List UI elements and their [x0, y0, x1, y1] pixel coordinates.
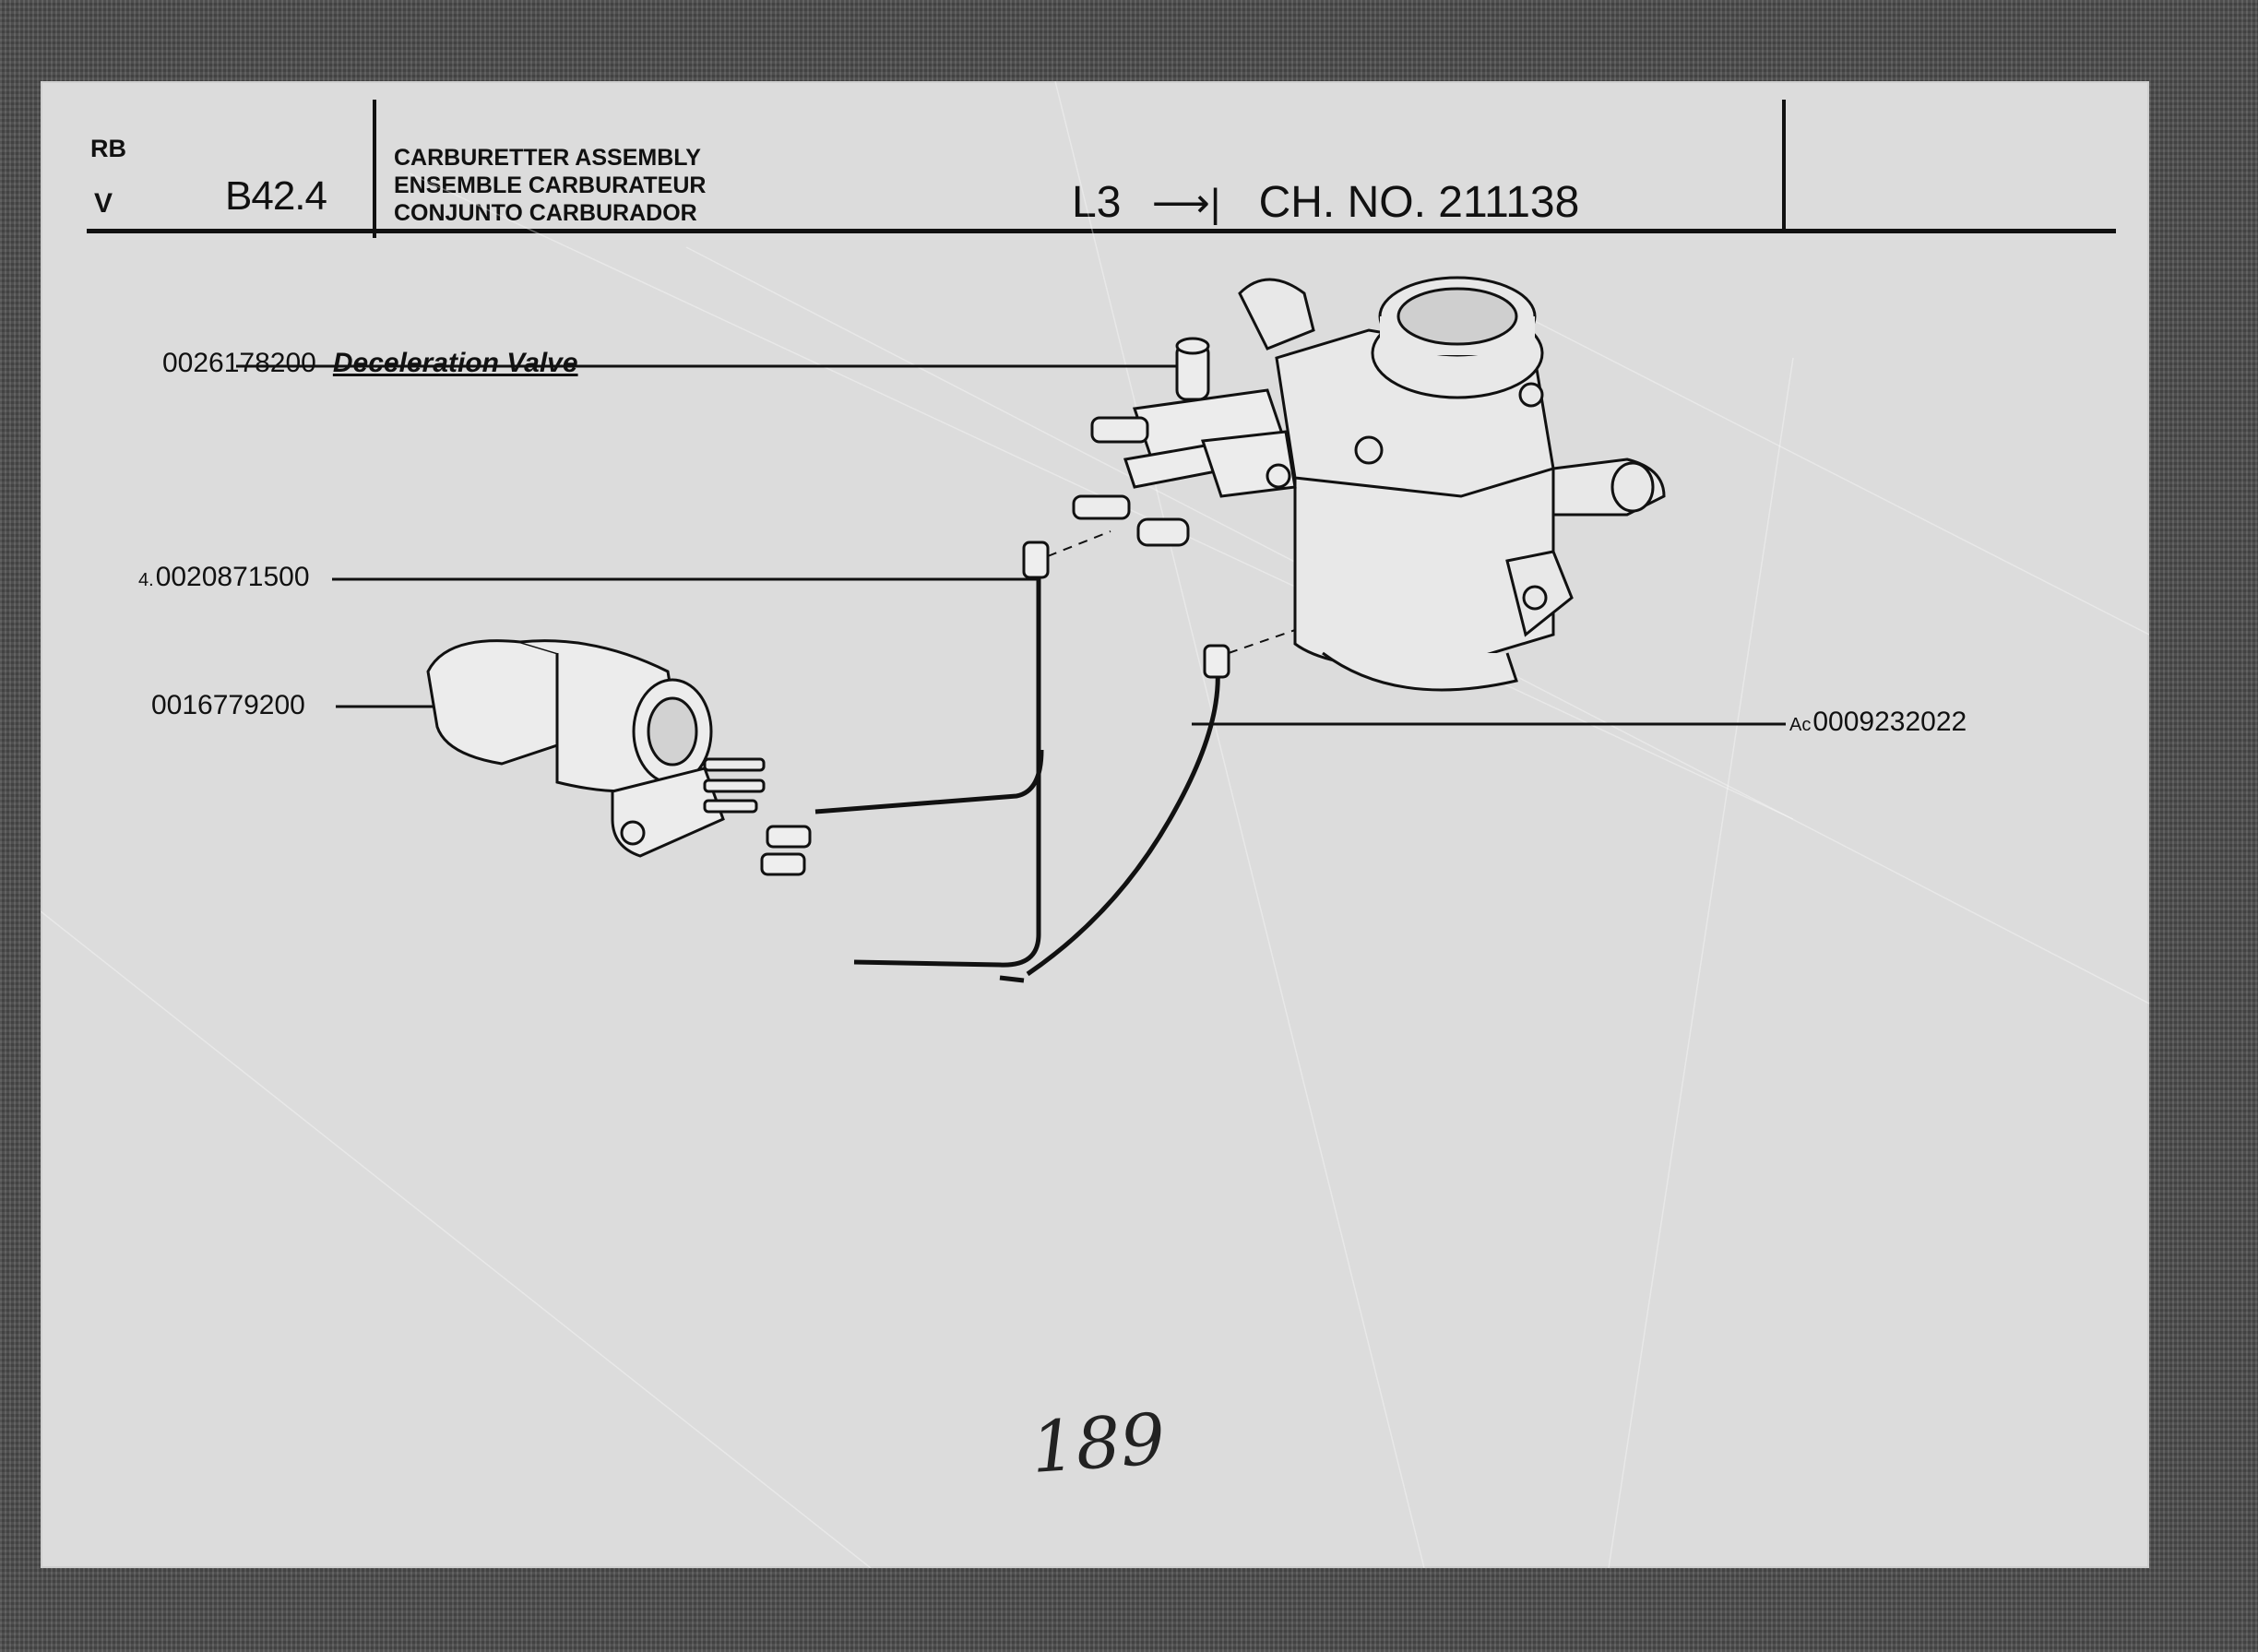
assembly-guides: [1047, 530, 1296, 654]
part-label-deceleration-valve: 0026178200 Deceleration Valve: [162, 348, 578, 379]
part-number: 0009232022: [1812, 707, 1967, 737]
hose-right: [1026, 668, 1220, 977]
page-number: 189: [1028, 1397, 1168, 1489]
scan-scratches: [41, 81, 2149, 1568]
section-number: B42.4: [225, 173, 327, 219]
hose-right-end: [999, 975, 1025, 983]
solenoid-valve: [426, 639, 766, 858]
title-french: ENSEMBLE CARBURATEUR: [394, 172, 707, 198]
chassis-range: L3 ⟶| CH. NO. 211138: [1072, 177, 1579, 228]
part-label-hose-2: Ac0009232022: [1789, 707, 1967, 738]
quantity-prefix: Ac: [1789, 715, 1812, 735]
assembly-titles: CARBURETTER ASSEMBLY ENSEMBLE CARBURATEU…: [394, 144, 706, 227]
header-rb: RB: [90, 135, 126, 162]
part-label-hose-1: 4.0020871500: [138, 562, 310, 593]
model-code: L3: [1072, 178, 1122, 227]
hose-elbows: [760, 541, 1230, 876]
header-rule: [87, 229, 2116, 233]
hose-left-lower: [814, 749, 1044, 814]
elbow-3: [766, 825, 812, 849]
part-number: 0020871500: [155, 562, 310, 592]
elbow-2: [1203, 644, 1230, 679]
carburettor-exploded-drawing: [41, 81, 2149, 1568]
title-spanish: CONJUNTO CARBURADOR: [394, 200, 697, 226]
title-english: CARBURETTER ASSEMBLY: [394, 145, 701, 171]
elbow-4: [760, 852, 806, 876]
parts-catalog-sheet: RB V B42.4 CARBURETTER ASSEMBLY ENSEMBLE…: [41, 81, 2149, 1568]
part-number: 0026178200: [162, 348, 316, 378]
part-label-solenoid: 0016779200: [151, 690, 305, 721]
part-description: Deceleration Valve: [332, 348, 578, 378]
arrow-to-icon: ⟶|: [1151, 181, 1221, 226]
deceleration-valve: [1072, 337, 1297, 547]
header-divider-right: [1782, 100, 1786, 233]
hose-left: [853, 565, 1041, 968]
part-number: 0016779200: [151, 690, 305, 720]
header-v: V: [94, 188, 113, 219]
chassis-number: CH. NO. 211138: [1258, 178, 1580, 227]
elbow-1: [1022, 541, 1050, 579]
vacuum-hoses: [814, 565, 1220, 983]
carburettor-body: [1238, 276, 1666, 692]
quantity-prefix: 4.: [138, 570, 154, 590]
header-divider-left: [373, 100, 376, 238]
